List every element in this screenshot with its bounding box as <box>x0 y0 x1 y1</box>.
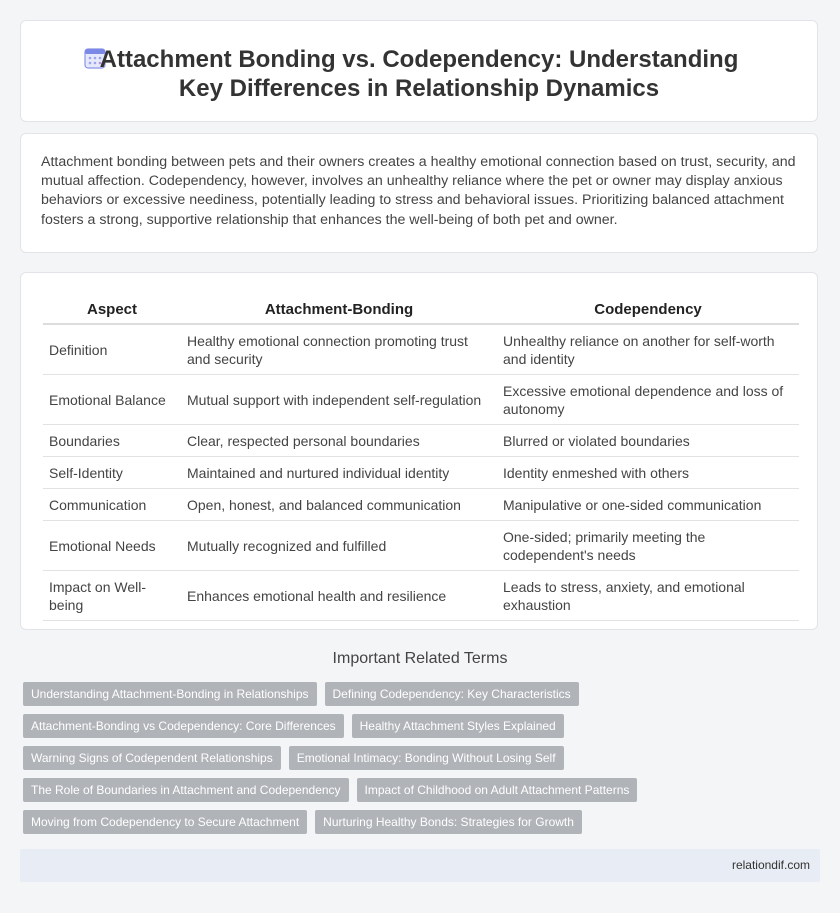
related-term-tag[interactable]: Impact of Childhood on Adult Attachment … <box>356 778 638 802</box>
related-term-tag[interactable]: Nurturing Healthy Bonds: Strategies for … <box>315 810 582 834</box>
related-terms-heading: Important Related Terms <box>332 650 508 667</box>
table-cell: Blurred or violated boundaries <box>497 425 799 457</box>
table-row: Emotional Balance Mutual support with in… <box>43 375 799 425</box>
tag-row: Warning Signs of Codependent Relationshi… <box>23 746 813 770</box>
tag-row: Attachment-Bonding vs Codependency: Core… <box>23 714 813 738</box>
table-row: Communication Open, honest, and balanced… <box>43 489 799 521</box>
table-cell: Self-Identity <box>43 457 181 489</box>
column-header-aspect: Aspect <box>43 295 181 325</box>
table-cell: Manipulative or one-sided communication <box>497 489 799 521</box>
table-cell: Emotional Balance <box>43 375 181 425</box>
tag-row: Moving from Codependency to Secure Attac… <box>23 810 813 834</box>
table-cell: Impact on Well-being <box>43 571 181 621</box>
table-cell: Enhances emotional health and resilience <box>181 571 497 621</box>
related-term-tag[interactable]: Understanding Attachment-Bonding in Rela… <box>23 682 317 706</box>
table-cell: Boundaries <box>43 425 181 457</box>
footer-site-link[interactable]: relationdif.com <box>731 858 810 872</box>
table-cell: Healthy emotional connection promoting t… <box>181 325 497 375</box>
related-term-tag[interactable]: Warning Signs of Codependent Relationshi… <box>23 746 281 770</box>
table-cell: Unhealthy reliance on another for self-w… <box>497 325 799 375</box>
related-term-tag[interactable]: Emotional Intimacy: Bonding Without Losi… <box>288 746 564 770</box>
table-row: Self-Identity Maintained and nurtured in… <box>43 457 799 489</box>
related-term-tag[interactable]: The Role of Boundaries in Attachment and… <box>23 778 349 802</box>
column-header-attachment-bonding: Attachment-Bonding <box>181 295 497 325</box>
table-cell: Definition <box>43 325 181 375</box>
tag-row: Understanding Attachment-Bonding in Rela… <box>23 682 813 706</box>
related-term-tag[interactable]: Defining Codependency: Key Characteristi… <box>324 682 579 706</box>
table-cell: Leads to stress, anxiety, and emotional … <box>497 571 799 621</box>
table-row: Boundaries Clear, respected personal bou… <box>43 425 799 457</box>
intro-card: Attachment bonding between pets and thei… <box>20 133 818 253</box>
table-cell: Maintained and nurtured individual ident… <box>181 457 497 489</box>
table-cell: Mutually recognized and fulfilled <box>181 521 497 571</box>
column-header-codependency: Codependency <box>497 295 799 325</box>
table-row: Definition Healthy emotional connection … <box>43 325 799 375</box>
table-cell: Mutual support with independent self-reg… <box>181 375 497 425</box>
related-term-tag[interactable]: Attachment-Bonding vs Codependency: Core… <box>23 714 344 738</box>
related-term-tag[interactable]: Healthy Attachment Styles Explained <box>351 714 564 738</box>
table-cell: Communication <box>43 489 181 521</box>
intro-paragraph: Attachment bonding between pets and thei… <box>41 154 796 228</box>
table-cell: Identity enmeshed with others <box>497 457 799 489</box>
comparison-table: Aspect Attachment-Bonding Codependency D… <box>43 295 799 621</box>
calendar-icon <box>84 48 106 69</box>
table-cell: Open, honest, and balanced communication <box>181 489 497 521</box>
footer: relationdif.com <box>20 849 820 882</box>
table-cell: Emotional Needs <box>43 521 181 571</box>
tag-row: The Role of Boundaries in Attachment and… <box>23 778 813 802</box>
table-row: Impact on Well-being Enhances emotional … <box>43 571 799 621</box>
related-term-tag[interactable]: Moving from Codependency to Secure Attac… <box>23 810 308 834</box>
page-title: Attachment Bonding vs. Codependency: Und… <box>99 46 739 102</box>
related-terms-list: Understanding Attachment-Bonding in Rela… <box>23 682 813 842</box>
table-row: Emotional Needs Mutually recognized and … <box>43 521 799 571</box>
table-cell: Excessive emotional dependence and loss … <box>497 375 799 425</box>
table-cell: Clear, respected personal boundaries <box>181 425 497 457</box>
title-card: Attachment Bonding vs. Codependency: Und… <box>20 20 818 122</box>
comparison-card: Aspect Attachment-Bonding Codependency D… <box>20 272 818 630</box>
table-cell: One-sided; primarily meeting the codepen… <box>497 521 799 571</box>
